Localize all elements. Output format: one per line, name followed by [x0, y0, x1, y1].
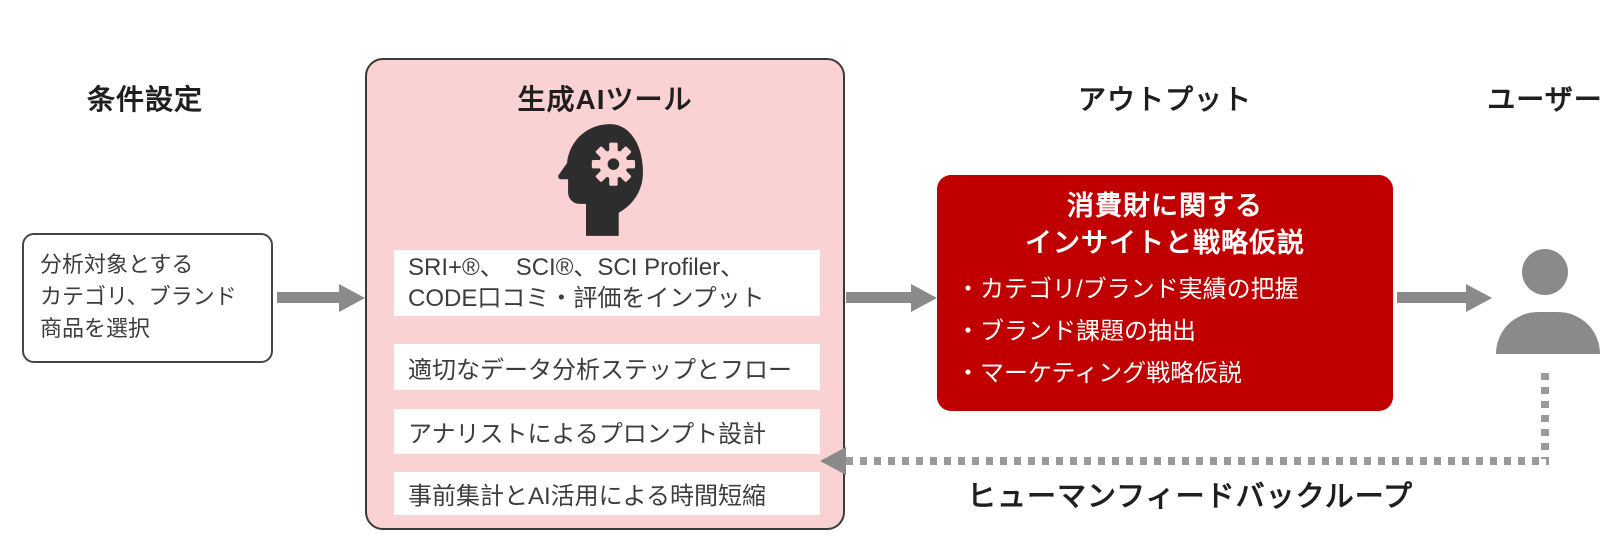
ai-tool-item-line: 事前集計とAI活用による時間短縮	[408, 483, 766, 510]
output-bullet: ・カテゴリ/ブランド実績の把握	[956, 276, 1299, 303]
condition-line: カテゴリ、ブランド	[40, 284, 237, 309]
feedback-dotted-line-horizontal	[846, 457, 1549, 465]
ai-tool-step-item: 適切なデータ分析ステップとフロー	[394, 344, 820, 390]
feedback-dotted-line-vertical	[1541, 373, 1549, 459]
person-icon-head	[1522, 249, 1568, 295]
head-with-gear-icon	[558, 124, 643, 236]
ai-tool-panel-title: 生成AIツール	[517, 84, 693, 115]
ai-tool-time-item: 事前集計とAI活用による時間短縮	[394, 472, 820, 515]
output-title-line: 消費財に関する	[1067, 191, 1263, 221]
heading-conditions: 条件設定	[86, 84, 203, 115]
condition-line: 商品を選択	[40, 316, 151, 341]
flow-arrow-2-shaft	[846, 292, 912, 303]
output-box-title: 消費財に関する インサイトと戦略仮説	[937, 188, 1393, 262]
ai-tool-item-line: SRI+®、 SCI®、SCI Profiler、	[408, 254, 745, 281]
output-box: 消費財に関する インサイトと戦略仮説 ・カテゴリ/ブランド実績の把握 ・ブランド…	[937, 175, 1393, 411]
ai-tool-input-item: SRI+®、 SCI®、SCI Profiler、 CODE口コミ・評価をインプ…	[394, 250, 820, 316]
flow-arrow-3-shaft	[1397, 292, 1467, 303]
ai-tool-panel: 生成AIツール SRI+®、 SCI®、SCI Profil	[365, 58, 845, 530]
heading-output: アウトプット	[1077, 84, 1252, 115]
flow-arrow-2-head	[911, 284, 937, 312]
ai-tool-item-line: アナリストによるプロンプト設計	[408, 421, 767, 448]
feedback-arrow-head	[820, 447, 846, 475]
flow-arrow-1-head	[339, 284, 365, 312]
condition-line: 分析対象とする	[40, 252, 194, 277]
ai-tool-prompt-item: アナリストによるプロンプト設計	[394, 409, 820, 454]
output-bullet: ・ブランド課題の抽出	[956, 318, 1196, 345]
heading-user: ユーザー	[1487, 84, 1603, 115]
condition-box: 分析対象とする カテゴリ、ブランド 商品を選択	[22, 233, 273, 363]
person-icon-body	[1496, 312, 1600, 354]
ai-tool-item-line: 適切なデータ分析ステップとフロー	[408, 356, 792, 384]
person-icon	[1496, 249, 1600, 354]
ai-tool-item-line: CODE口コミ・評価をインプット	[408, 285, 765, 312]
flow-arrow-1-shaft	[277, 292, 339, 303]
feedback-loop-label: ヒューマンフィードバックループ	[967, 481, 1413, 513]
flow-arrow-3-head	[1466, 284, 1492, 312]
output-bullet: ・マーケティング戦略仮説	[956, 360, 1243, 387]
output-title-line: インサイトと戦略仮説	[1025, 228, 1305, 258]
output-bullet-list: ・カテゴリ/ブランド実績の把握 ・ブランド課題の抽出 ・マーケティング戦略仮説	[937, 269, 1393, 395]
